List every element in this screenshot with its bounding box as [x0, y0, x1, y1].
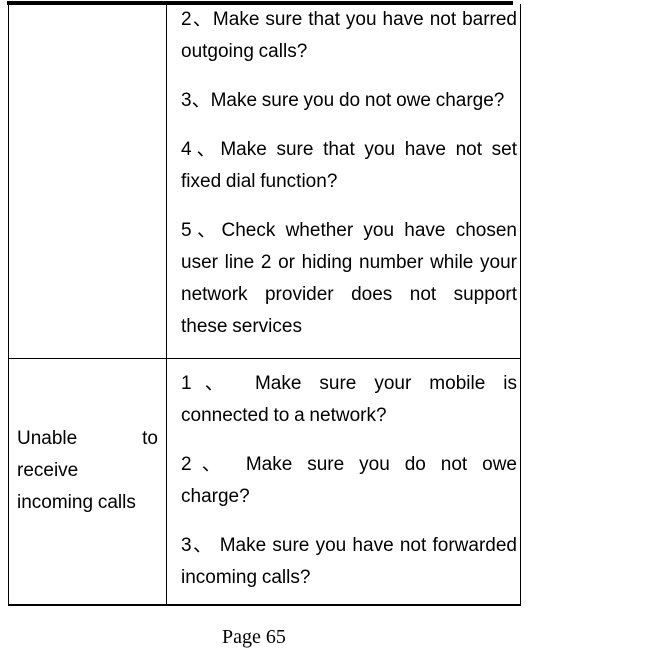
- text-line: 3、 Make sure you have not forwarded: [181, 535, 517, 556]
- table-row: 2、Make sure that you have not barred out…: [9, 4, 520, 358]
- text-line: 4、Make sure that you have not set: [181, 139, 517, 160]
- text-line: 5、Check whether you have chosen: [181, 220, 517, 241]
- text-line: fixed dial function?: [181, 171, 338, 192]
- solution-item: 4、Make sure that you have not set fixed …: [181, 134, 517, 198]
- table-top-rule: [7, 1, 513, 5]
- solutions-cell: 1、 Make sure your mobile is connected to…: [166, 359, 520, 604]
- text-line: 1、 Make sure your mobile is: [181, 373, 517, 394]
- text-line: incoming calls?: [181, 567, 311, 588]
- issue-cell: Unable to receive incoming calls: [9, 359, 166, 604]
- text-line: charge?: [181, 486, 250, 507]
- text-line: receive: [17, 460, 79, 481]
- text-line: 3、Make sure you do not owe charge?: [181, 90, 505, 111]
- text-line: 2、Make sure that you have not barred: [181, 9, 517, 30]
- page-number: Page 65: [222, 626, 286, 648]
- text-line: incoming calls: [17, 492, 136, 513]
- text-line: outgoing calls?: [181, 41, 308, 62]
- troubleshooting-table: 2、Make sure that you have not barred out…: [8, 4, 521, 606]
- text-line: user line 2 or hiding number while your: [181, 252, 517, 273]
- text-line: 2、 Make sure you do not owe: [181, 454, 517, 475]
- text-line: network provider does not support: [181, 284, 517, 305]
- solution-item: 3、Make sure you do not owe charge?: [181, 85, 517, 117]
- text-line: connected to a network?: [181, 405, 387, 426]
- solution-item: 5、Check whether you have chosen user lin…: [181, 215, 517, 343]
- solution-item: 2、 Make sure you do not owe charge?: [181, 449, 517, 513]
- table-row: Unable to receive incoming calls 1、 Make…: [9, 358, 520, 604]
- solution-item: 1、 Make sure your mobile is connected to…: [181, 368, 517, 432]
- solution-item: 3、 Make sure you have not forwarded inco…: [181, 530, 517, 594]
- text-line: these services: [181, 316, 302, 337]
- solution-item: 2、Make sure that you have not barred out…: [181, 4, 517, 68]
- text-line: Unable to: [17, 428, 158, 449]
- issue-cell: [9, 4, 166, 358]
- solutions-cell: 2、Make sure that you have not barred out…: [166, 4, 520, 358]
